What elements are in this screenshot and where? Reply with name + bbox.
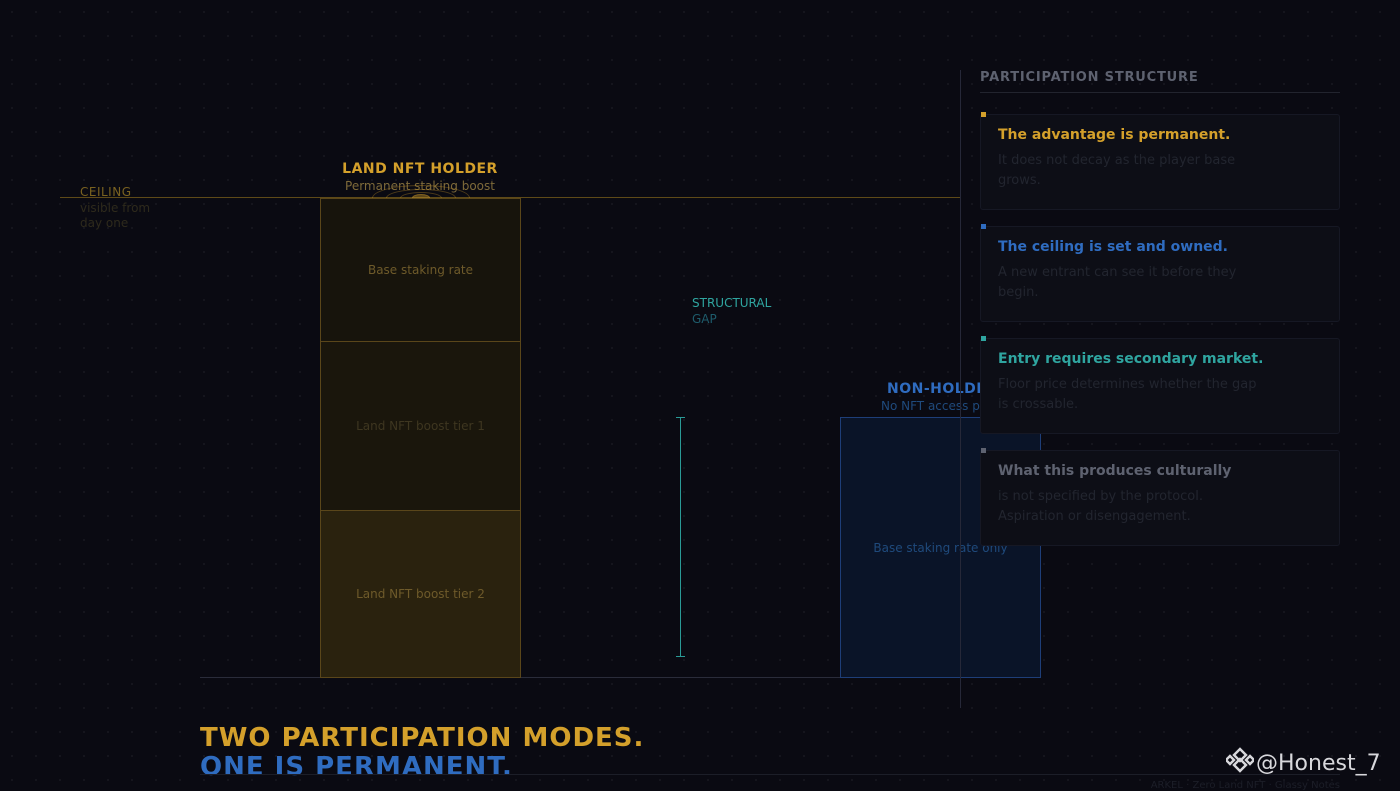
holder-title: LAND NFT HOLDER: [342, 161, 498, 177]
ceiling-label: CEILING: [80, 185, 132, 199]
structure-card: The advantage is permanent. It does not …: [980, 112, 1340, 210]
binance-square-icon: [1224, 746, 1256, 780]
card-marker: [981, 448, 986, 453]
non-holder-title: NON-HOLDER: [887, 381, 998, 397]
ceiling-sublabel: visible from day one: [80, 201, 151, 230]
card-title: Entry requires secondary market.: [998, 351, 1264, 367]
structure-card: The ceiling is set and owned. A new entr…: [980, 224, 1340, 322]
card-body: is not specified by the protocol. Aspira…: [998, 489, 1203, 524]
headline-line-1: TWO PARTICIPATION MODES.: [200, 723, 645, 753]
segment-label: Land NFT boost tier 1: [356, 419, 485, 433]
watermark: @Honest_7: [1224, 746, 1381, 780]
card-title: What this produces culturally: [998, 463, 1232, 479]
card-body: Floor price determines whether the gap i…: [998, 377, 1257, 412]
segment-label: Base staking rate: [367, 263, 474, 277]
watermark-handle: @Honest_7: [1256, 750, 1381, 776]
card-marker: [981, 336, 986, 341]
holder-segment-tier-1: Land NFT boost tier 1: [320, 341, 521, 511]
panel-divider: [960, 70, 961, 708]
panel-rule: [980, 92, 1340, 93]
card-body: A new entrant can see it before they beg…: [998, 265, 1237, 300]
ceiling-line: [60, 197, 960, 198]
structure-card: Entry requires secondary market. Floor p…: [980, 336, 1340, 434]
card-marker: [981, 112, 986, 117]
gap-bracket-top: [676, 417, 685, 418]
baseline: [200, 677, 960, 678]
holder-segment-base: Base staking rate: [320, 198, 521, 342]
gap-label-line1: STRUCTURAL: [692, 296, 772, 310]
card-title: The advantage is permanent.: [998, 127, 1231, 143]
footer-text: ARKEL · Zero Land NFT · Glassy Notes: [1150, 780, 1340, 791]
gap-bracket: [680, 417, 681, 657]
card-title: The ceiling is set and owned.: [998, 239, 1229, 255]
gap-label-line2: GAP: [692, 312, 717, 326]
headline-line-2: ONE IS PERMANENT.: [200, 752, 513, 782]
gap-bracket-bottom: [676, 656, 685, 657]
holder-segment-tier-2: Land NFT boost tier 2: [320, 510, 521, 678]
non-holder-subtitle: No NFT access path: [881, 399, 1000, 413]
structure-card: What this produces culturally is not spe…: [980, 448, 1340, 546]
panel-title: PARTICIPATION STRUCTURE: [980, 70, 1199, 85]
segment-label: Land NFT boost tier 2: [356, 587, 485, 601]
card-body: It does not decay as the player base gro…: [998, 153, 1236, 188]
segment-label: Base staking rate only: [873, 540, 1008, 555]
card-marker: [981, 224, 986, 229]
footer-rule: [200, 774, 1340, 775]
structural-gap-label: STRUCTURAL GAP: [692, 295, 771, 327]
